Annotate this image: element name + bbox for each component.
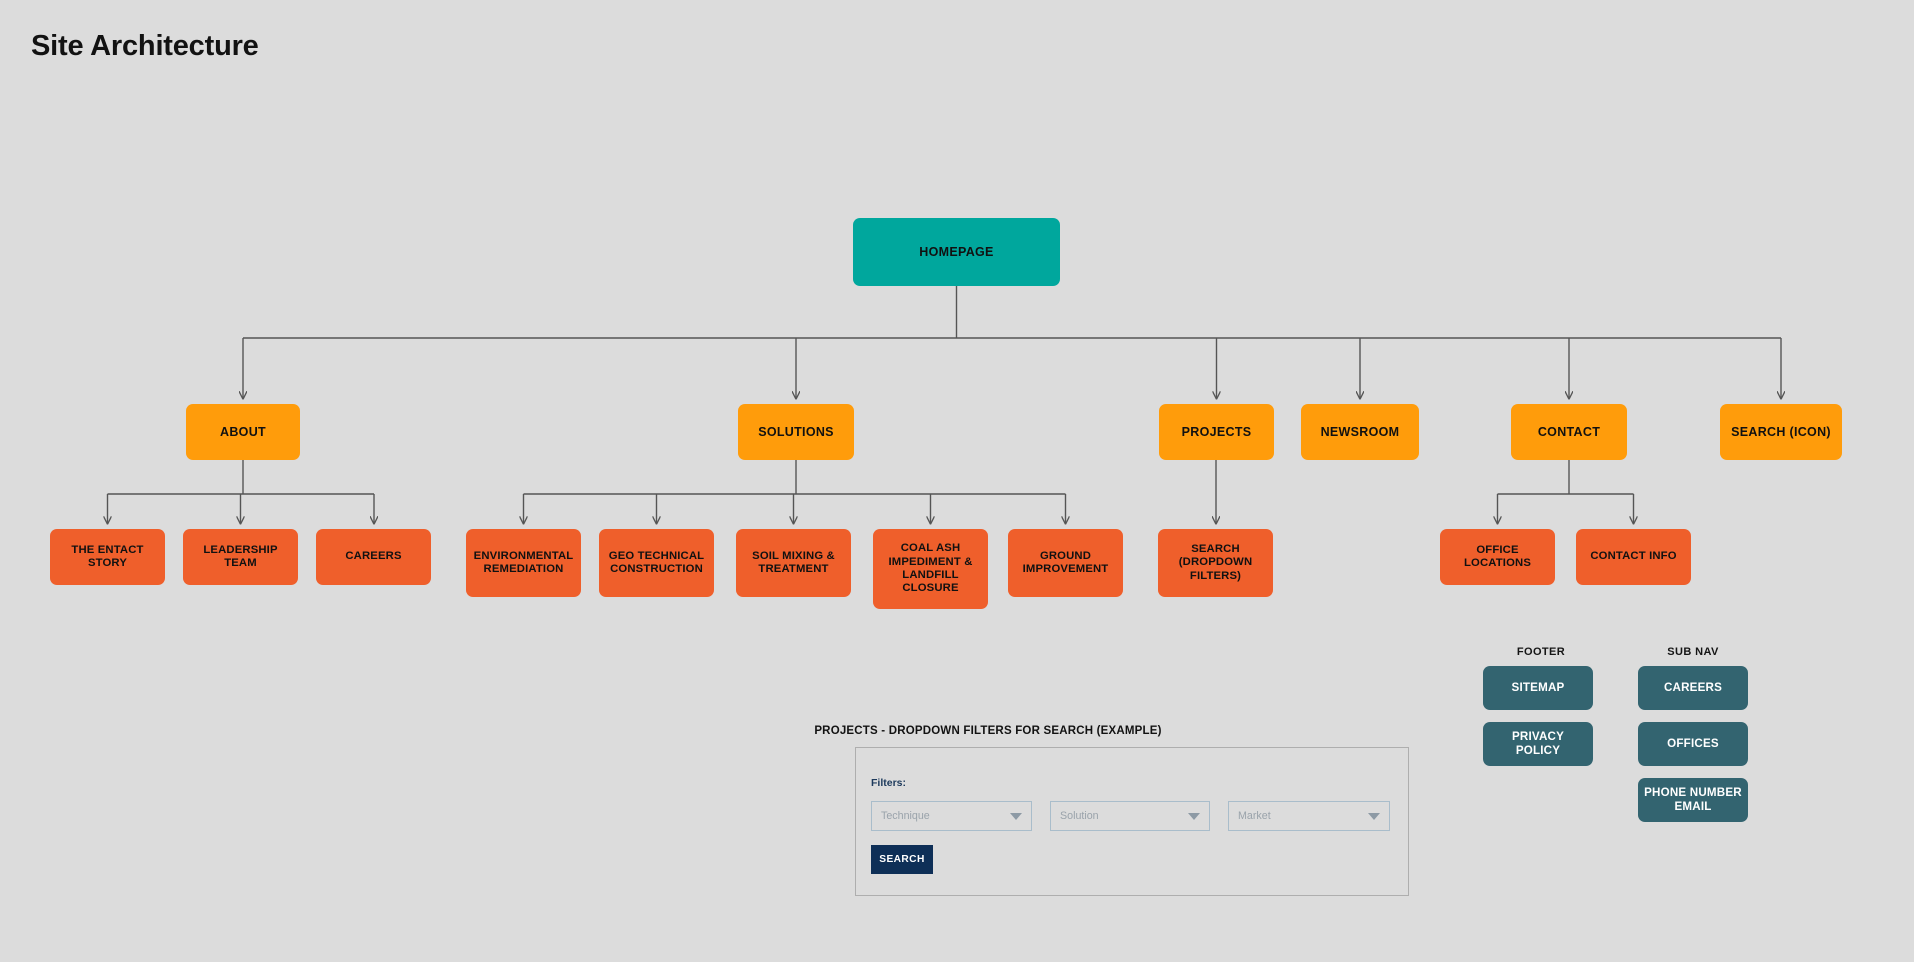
node-office-locations[interactable]: OFFICE LOCATIONS bbox=[1440, 529, 1555, 585]
chevron-down-icon bbox=[1188, 812, 1200, 820]
filters-label: Filters: bbox=[871, 777, 907, 789]
node-soil-mixing-treatment[interactable]: SOIL MIXING & TREATMENT bbox=[736, 529, 851, 597]
search-button[interactable]: SEARCH bbox=[871, 845, 933, 874]
node-careers[interactable]: CAREERS bbox=[316, 529, 431, 585]
node-the-entact-story[interactable]: THE ENTACT STORY bbox=[50, 529, 165, 585]
technique-dropdown-value: Technique bbox=[881, 810, 930, 822]
node-homepage[interactable]: HOMEPAGE bbox=[853, 218, 1060, 286]
filter-panel-caption: PROJECTS - DROPDOWN FILTERS FOR SEARCH (… bbox=[814, 725, 1162, 737]
node-subnav-careers[interactable]: CAREERS bbox=[1638, 666, 1748, 710]
node-coal-ash-impediment-landfill-closure[interactable]: COAL ASH IMPEDIMENT & LANDFILL CLOSURE bbox=[873, 529, 988, 609]
solution-dropdown[interactable]: Solution bbox=[1050, 801, 1210, 831]
node-subnav-offices[interactable]: OFFICES bbox=[1638, 722, 1748, 766]
node-ground-improvement[interactable]: GROUND IMPROVEMENT bbox=[1008, 529, 1123, 597]
page-title: Site Architecture bbox=[31, 30, 259, 62]
chevron-down-icon bbox=[1010, 812, 1022, 820]
node-leadership-team[interactable]: LEADERSHIP TEAM bbox=[183, 529, 298, 585]
node-contact-info[interactable]: CONTACT INFO bbox=[1576, 529, 1691, 585]
chevron-down-icon bbox=[1368, 812, 1380, 820]
node-sitemap[interactable]: SITEMAP bbox=[1483, 666, 1593, 710]
node-search-icon[interactable]: SEARCH (ICON) bbox=[1720, 404, 1842, 460]
node-geo-technical-construction[interactable]: GEO TECHNICAL CONSTRUCTION bbox=[599, 529, 714, 597]
node-search-dropdown-filters[interactable]: SEARCH (DROPDOWN FILTERS) bbox=[1158, 529, 1273, 597]
solution-dropdown-value: Solution bbox=[1060, 810, 1099, 822]
node-newsroom[interactable]: NEWSROOM bbox=[1301, 404, 1419, 460]
node-contact[interactable]: CONTACT bbox=[1511, 404, 1627, 460]
group-heading-sub-nav: SUB NAV bbox=[1667, 646, 1719, 658]
node-solutions[interactable]: SOLUTIONS bbox=[738, 404, 854, 460]
node-environmental-remediation[interactable]: ENVIRONMENTAL REMEDIATION bbox=[466, 529, 581, 597]
technique-dropdown[interactable]: Technique bbox=[871, 801, 1032, 831]
group-heading-footer: FOOTER bbox=[1516, 646, 1566, 658]
node-privacy-policy[interactable]: PRIVACY POLICY bbox=[1483, 722, 1593, 766]
node-subnav-phone-email[interactable]: PHONE NUMBER EMAIL bbox=[1638, 778, 1748, 822]
filter-panel: Filters: Technique Solution Market SEARC… bbox=[855, 747, 1409, 896]
node-about[interactable]: ABOUT bbox=[186, 404, 300, 460]
market-dropdown-value: Market bbox=[1238, 810, 1271, 822]
node-projects[interactable]: PROJECTS bbox=[1159, 404, 1274, 460]
market-dropdown[interactable]: Market bbox=[1228, 801, 1390, 831]
